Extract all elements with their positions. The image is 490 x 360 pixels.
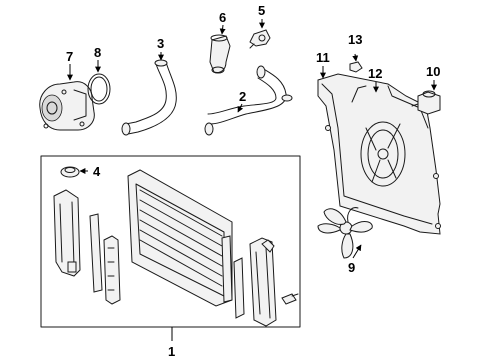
radiator-hose-upper [121,59,177,136]
side-seal [89,213,103,293]
callout-13: 13 [348,32,362,47]
cooling-fan-blade [317,207,373,259]
callout-12: 12 [368,66,382,81]
right-seal [221,235,245,319]
side-bracket [103,235,121,305]
callout-2: 2 [239,89,246,104]
callout-1: 1 [168,344,175,359]
radiator-tank-right [249,237,277,327]
fan-switch-sensor [411,90,441,115]
callout-9: 9 [348,260,355,275]
water-pump-gasket [87,73,111,105]
leader-lines [67,19,437,341]
drain-plug [281,293,299,305]
water-pump [39,81,95,131]
fan-shroud [317,73,441,235]
callout-10: 10 [426,64,440,79]
radiator-core [127,169,233,307]
callout-6: 6 [219,10,226,25]
callout-4: 4 [93,164,101,179]
radiator-tank-left [53,189,81,277]
callout-7: 7 [66,49,73,64]
radiator-assembly-frame [40,155,301,328]
callout-11: 11 [316,50,330,65]
clip [349,61,363,73]
callout-3: 3 [157,36,164,51]
callout-labels: 1 2 3 4 5 6 7 8 9 10 11 12 13 [66,3,440,359]
radiator-hose-lower [204,65,293,136]
callout-5: 5 [258,3,265,18]
thermostat [249,29,271,49]
water-inlet [209,34,231,74]
radiator-cap [60,166,80,178]
callout-8: 8 [94,45,101,60]
